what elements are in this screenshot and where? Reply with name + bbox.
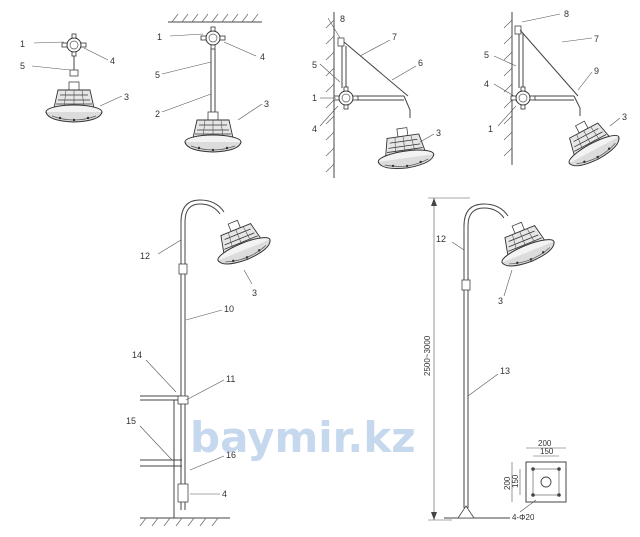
figure-3-wall-bracket: 8 7 5 6 1 4 3 [312, 12, 441, 178]
callout-4: 4 [110, 56, 115, 66]
callout-8: 8 [564, 9, 569, 19]
callout-7: 7 [594, 34, 599, 44]
callout-5: 5 [20, 61, 25, 71]
height-dimension: 2500~3000 [423, 335, 432, 376]
callout-1: 1 [20, 39, 25, 49]
dim-side-inner: 150 [511, 474, 520, 488]
callout-7: 7 [392, 32, 397, 42]
callout-4: 4 [222, 489, 227, 499]
figure-6-standing-pole: 2500~3000 12 3 13 [423, 197, 559, 521]
callout-16: 16 [226, 450, 236, 460]
callout-1: 1 [488, 124, 493, 134]
dim-side-outer: 200 [503, 476, 512, 490]
figure-5-platform-pole: 12 3 10 14 11 15 16 4 [126, 199, 275, 527]
callout-11: 11 [226, 374, 235, 384]
figure-1-ceiling-direct: 1 4 5 3 [20, 33, 129, 123]
dim-top-outer: 200 [538, 439, 552, 448]
callout-6: 6 [418, 58, 423, 68]
dim-top-inner: 150 [540, 447, 554, 456]
callout-13: 13 [500, 366, 510, 376]
watermark: baymir.kz [190, 413, 416, 462]
callout-3: 3 [264, 99, 269, 109]
callout-3: 3 [252, 288, 257, 298]
figure-2-ceiling-pendant: 1 4 5 2 3 [155, 13, 269, 153]
callout-12: 12 [436, 234, 446, 244]
figure-4-wall-stay: 8 5 7 4 9 1 3 [484, 9, 627, 173]
callout-3: 3 [498, 296, 503, 306]
callout-1: 1 [157, 32, 162, 42]
callout-2: 2 [155, 109, 160, 119]
callout-3: 3 [436, 128, 441, 138]
callout-5: 5 [155, 70, 160, 80]
callout-1: 1 [312, 93, 317, 103]
base-plate-detail: 200 150 200 150 4-Φ20 [503, 439, 567, 522]
callout-5: 5 [484, 50, 489, 60]
callout-4: 4 [484, 79, 489, 89]
callout-5: 5 [312, 60, 317, 70]
callout-10: 10 [224, 304, 234, 314]
callout-12: 12 [140, 251, 150, 261]
callout-3: 3 [124, 92, 129, 102]
callout-4: 4 [312, 124, 317, 134]
callout-9: 9 [594, 66, 599, 76]
callout-15: 15 [126, 416, 136, 426]
callout-14: 14 [132, 350, 142, 360]
callout-8: 8 [340, 14, 345, 24]
callout-4: 4 [260, 52, 265, 62]
hole-spec: 4-Φ20 [512, 513, 535, 522]
callout-3: 3 [622, 112, 627, 122]
